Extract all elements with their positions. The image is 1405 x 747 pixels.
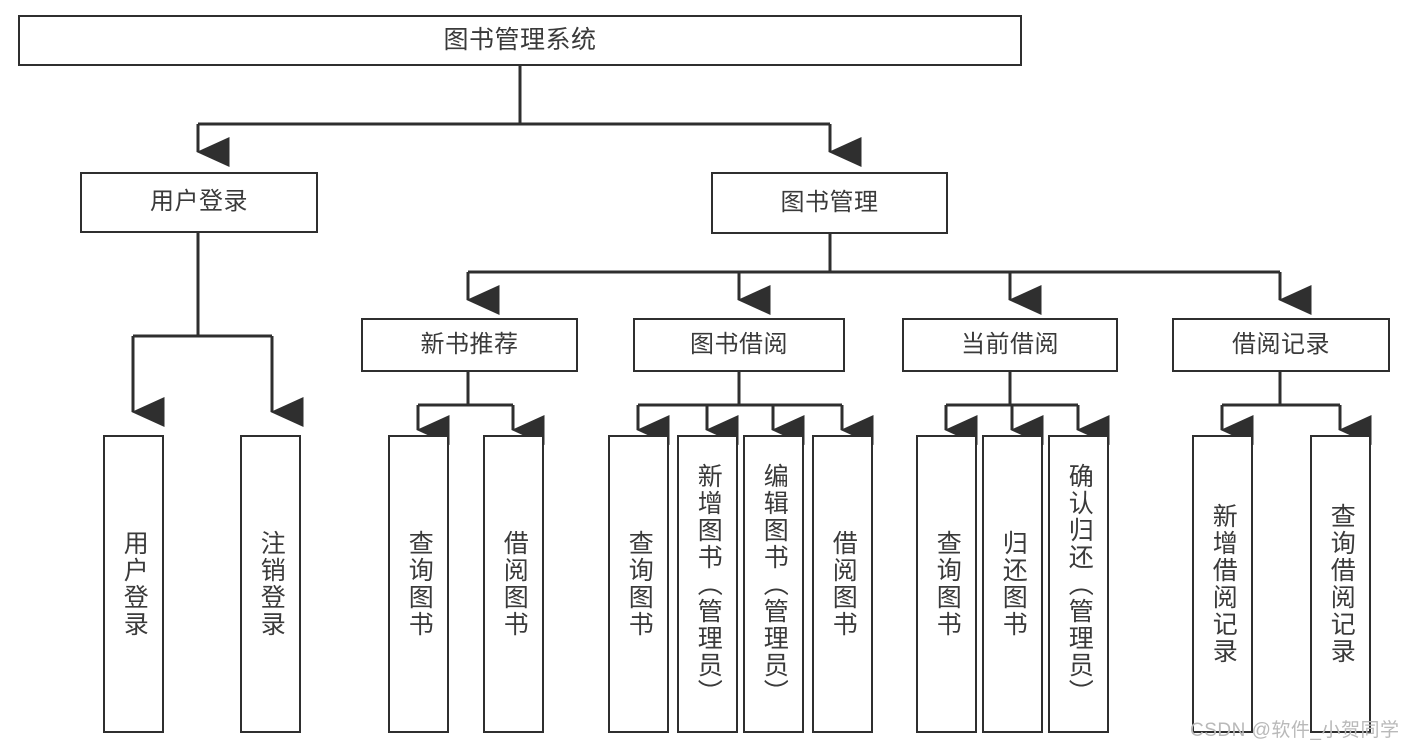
node-book-management[interactable]: 图书管理 xyxy=(711,172,948,234)
leaf-current-confirm-return-admin[interactable]: 确认归还（管理员） xyxy=(1048,435,1109,733)
leaf-current-query-book[interactable]: 查询图书 xyxy=(916,435,977,733)
leaf-new-book-query-book[interactable]: 查询图书 xyxy=(388,435,449,733)
node-root-library-system[interactable]: 图书管理系统 xyxy=(18,15,1022,66)
leaf-new-book-borrow-book[interactable]: 借阅图书 xyxy=(483,435,544,733)
leaf-user-login-signout[interactable]: 注销登录 xyxy=(240,435,301,733)
node-new-book-recommendation[interactable]: 新书推荐 xyxy=(361,318,578,372)
leaf-current-return-book[interactable]: 归还图书 xyxy=(982,435,1043,733)
node-book-borrowing[interactable]: 图书借阅 xyxy=(633,318,845,372)
node-current-borrowing[interactable]: 当前借阅 xyxy=(902,318,1118,372)
leaf-borrow-add-book-admin[interactable]: 新增图书（管理员） xyxy=(677,435,738,733)
leaf-borrow-edit-book-admin[interactable]: 编辑图书（管理员） xyxy=(743,435,804,733)
leaf-borrow-query-book[interactable]: 查询图书 xyxy=(608,435,669,733)
leaf-user-login-signin[interactable]: 用户登录 xyxy=(103,435,164,733)
leaf-record-query-borrow-record[interactable]: 查询借阅记录 xyxy=(1310,435,1371,733)
node-user-login[interactable]: 用户登录 xyxy=(80,172,318,233)
leaf-borrow-borrow-book[interactable]: 借阅图书 xyxy=(812,435,873,733)
leaf-record-add-borrow-record[interactable]: 新增借阅记录 xyxy=(1192,435,1253,733)
node-borrowing-record[interactable]: 借阅记录 xyxy=(1172,318,1390,372)
watermark-text: CSDN @软件_小贺同学 xyxy=(1190,720,1400,741)
